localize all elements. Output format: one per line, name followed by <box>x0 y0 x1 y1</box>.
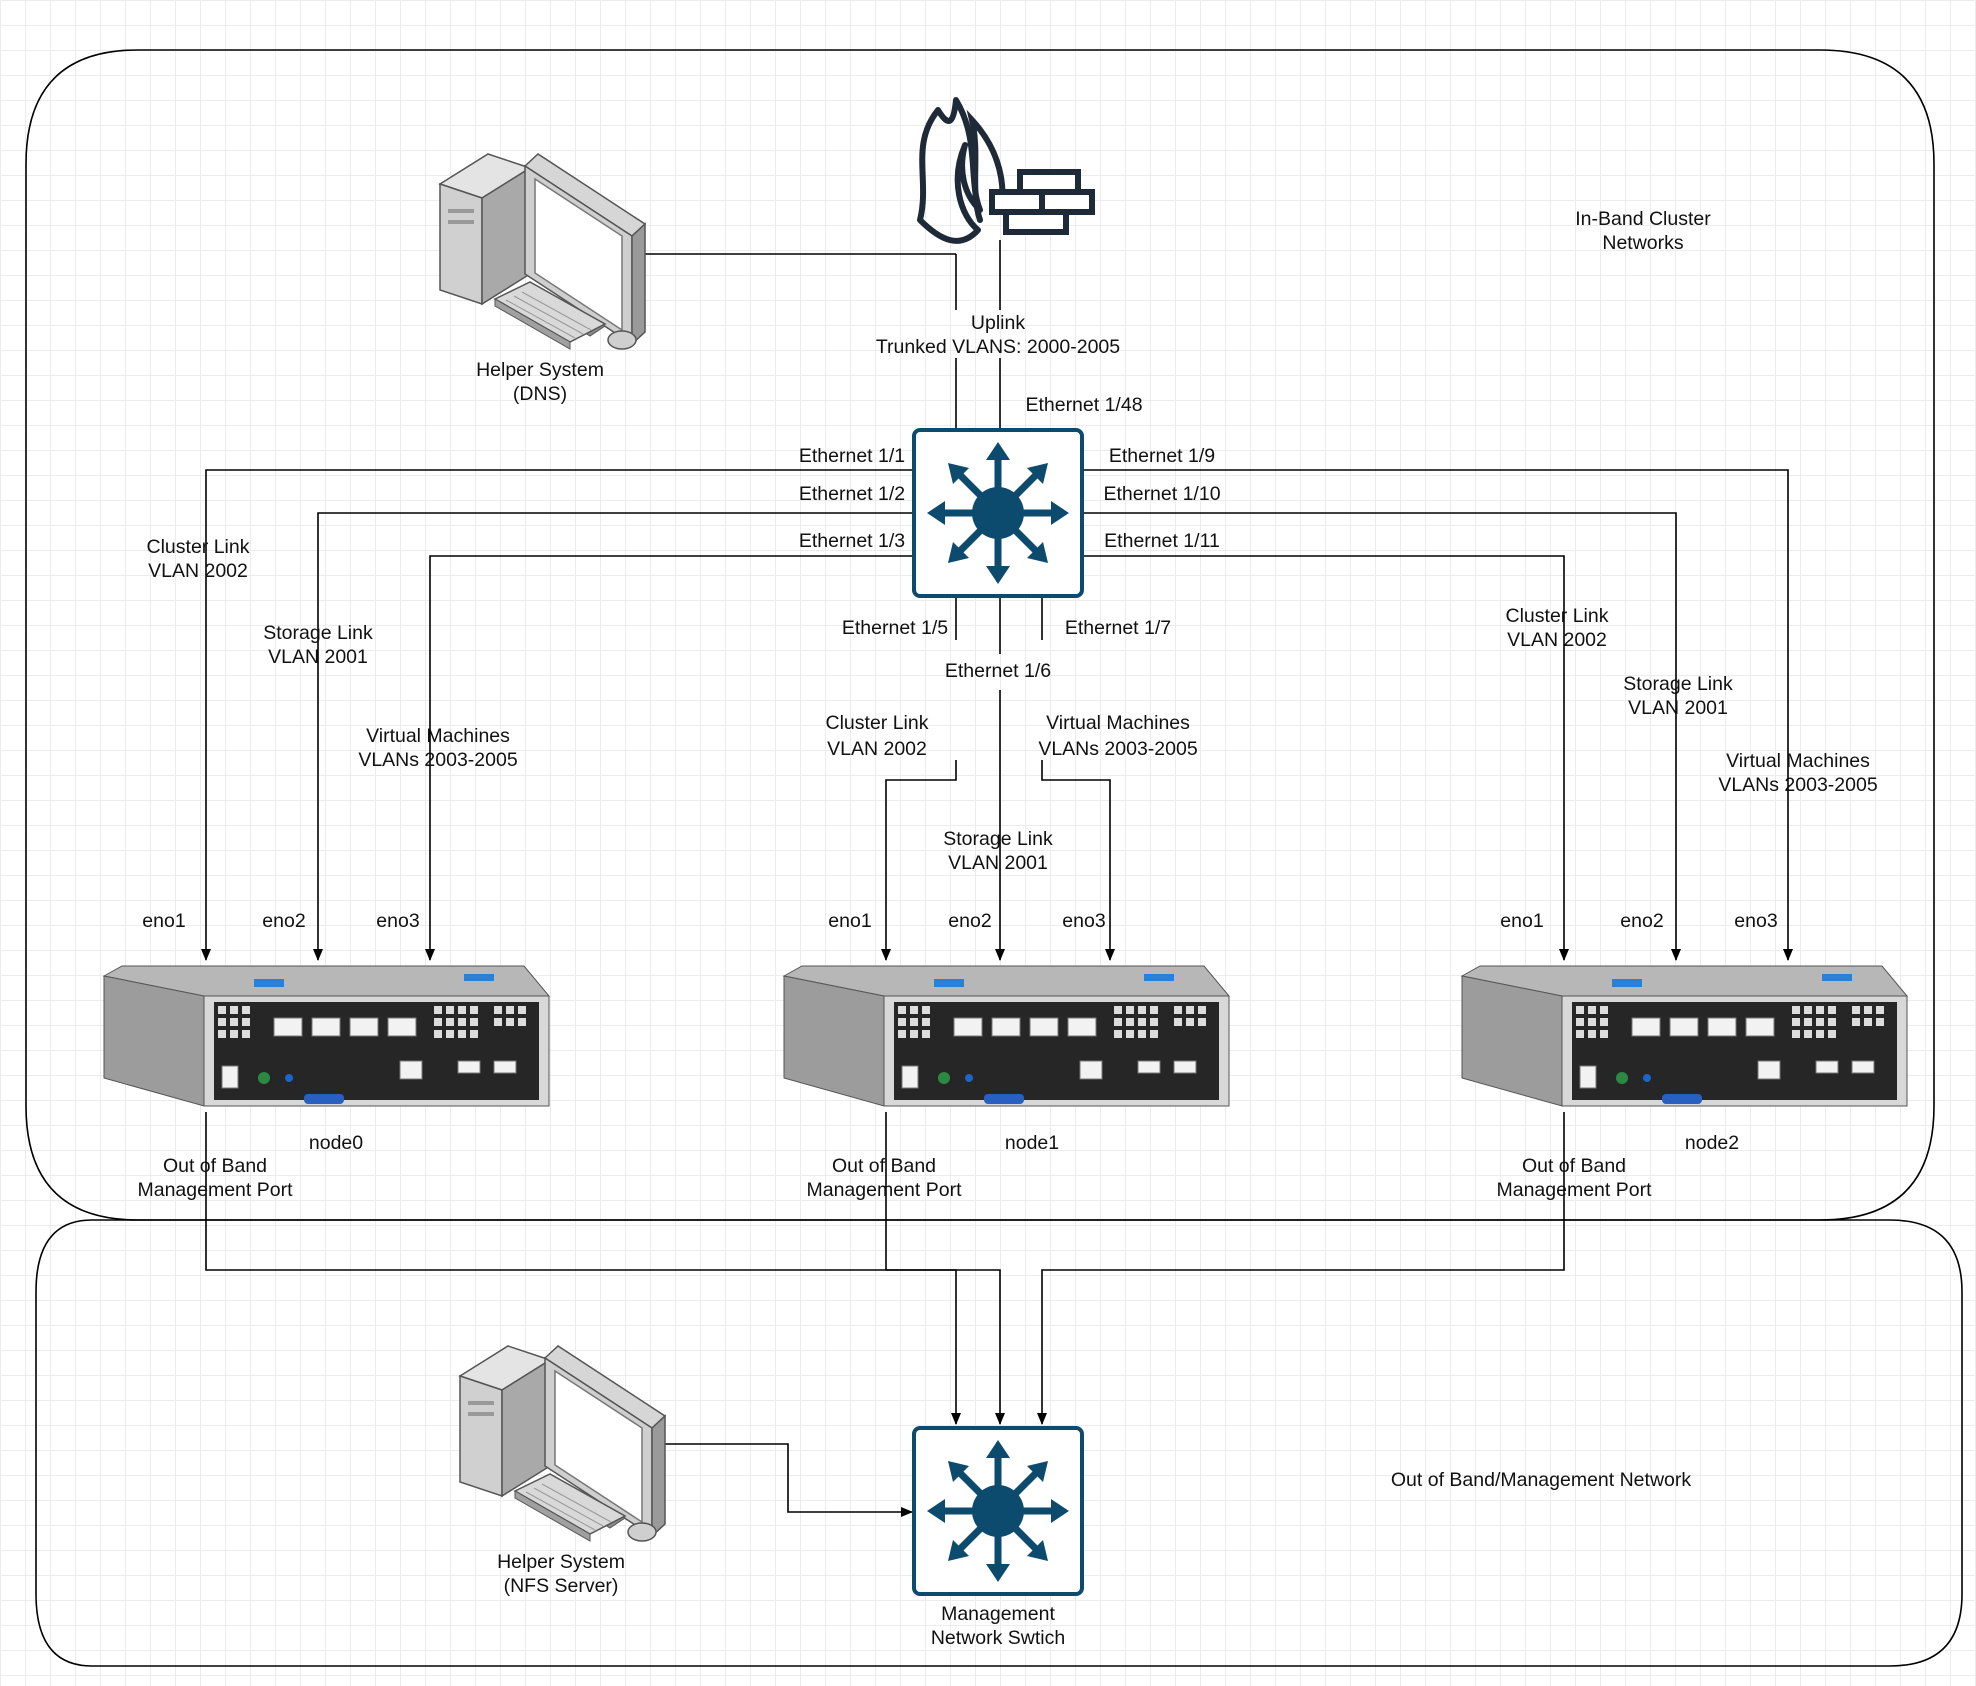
desktop-computer-icon <box>459 1345 666 1542</box>
storage-link-label: VLAN 2001 <box>1628 697 1728 719</box>
oob-port-label: Out of Band <box>832 1155 936 1177</box>
diagram-labels: In-Band Cluster Networks Out of Band/Man… <box>137 208 1877 1649</box>
vm-link-label: Virtual Machines <box>1046 712 1190 734</box>
oob-port-label: Out of Band <box>1522 1155 1626 1177</box>
oob-port-label: Management Port <box>1496 1179 1652 1201</box>
nic-label: eno3 <box>1062 910 1105 932</box>
server-node-icon[interactable] <box>783 965 1230 1107</box>
server-node-icon[interactable] <box>103 965 550 1107</box>
storage-link-label: Storage Link <box>1623 673 1733 695</box>
dns-helper-label: (DNS) <box>513 383 567 405</box>
nic-label: eno3 <box>376 910 419 932</box>
uplink-label: Trunked VLANS: 2000-2005 <box>876 336 1120 358</box>
connection-lines <box>201 240 1793 1517</box>
port-label: Ethernet 1/6 <box>945 660 1051 682</box>
cluster-link-label: Cluster Link <box>826 712 929 734</box>
nic-label: eno3 <box>1734 910 1777 932</box>
storage-link-label: VLAN 2001 <box>948 852 1048 874</box>
uplink-label: Uplink <box>971 312 1025 334</box>
port-label: Ethernet 1/3 <box>799 530 905 552</box>
firewall-icon <box>917 97 1095 244</box>
mgmt-switch-label: Management <box>941 1603 1055 1625</box>
vm-link-label: VLANs 2003-2005 <box>358 749 518 771</box>
network-switch-icon[interactable] <box>914 1428 1082 1594</box>
cluster-link-label: Cluster Link <box>1506 605 1609 627</box>
cluster-link-label: VLAN 2002 <box>827 738 927 760</box>
nic-label: eno2 <box>1620 910 1663 932</box>
network-switch-icon[interactable] <box>914 430 1082 596</box>
vm-link-label: Virtual Machines <box>366 725 510 747</box>
vm-link-label: VLANs 2003-2005 <box>1038 738 1198 760</box>
dns-helper-label: Helper System <box>476 359 604 381</box>
oob-zone-label: Out of Band/Management Network <box>1391 1469 1691 1491</box>
oob-port-label: Management Port <box>806 1179 962 1201</box>
nic-label: eno1 <box>1500 910 1543 932</box>
node-label: node0 <box>309 1132 363 1154</box>
cluster-link-label: VLAN 2002 <box>1507 629 1607 651</box>
port-label: Ethernet 1/7 <box>1065 617 1171 639</box>
cluster-link-label: VLAN 2002 <box>148 560 248 582</box>
port-label: Ethernet 1/9 <box>1109 445 1215 467</box>
vm-link-label: Virtual Machines <box>1726 750 1870 772</box>
node-label: node2 <box>1685 1132 1739 1154</box>
storage-link-label: Storage Link <box>943 828 1053 850</box>
port-label: Ethernet 1/1 <box>799 445 905 467</box>
port-label: Ethernet 1/48 <box>1025 394 1142 416</box>
port-label: Ethernet 1/5 <box>842 617 948 639</box>
storage-link-label: Storage Link <box>263 622 373 644</box>
nic-label: eno1 <box>142 910 185 932</box>
nfs-helper-label: Helper System <box>497 1551 625 1573</box>
nic-label: eno2 <box>948 910 991 932</box>
inband-zone-label: In-Band Cluster <box>1575 208 1711 230</box>
vm-link-label: VLANs 2003-2005 <box>1718 774 1878 796</box>
port-label: Ethernet 1/2 <box>799 483 905 505</box>
port-label: Ethernet 1/11 <box>1104 530 1220 552</box>
storage-link-label: VLAN 2001 <box>268 646 368 668</box>
nic-label: eno2 <box>262 910 305 932</box>
mgmt-switch-label: Network Swtich <box>931 1627 1065 1649</box>
nic-label: eno1 <box>828 910 871 932</box>
port-label: Ethernet 1/10 <box>1103 483 1220 505</box>
oob-port-label: Management Port <box>137 1179 293 1201</box>
nfs-helper-label: (NFS Server) <box>504 1575 619 1597</box>
node-label: node1 <box>1005 1132 1059 1154</box>
desktop-computer-icon <box>439 153 646 350</box>
oob-zone-border <box>35 1219 1963 1667</box>
oob-port-label: Out of Band <box>163 1155 267 1177</box>
cluster-link-label: Cluster Link <box>147 536 250 558</box>
inband-zone-label: Networks <box>1602 232 1684 254</box>
server-node-icon[interactable] <box>1461 965 1908 1107</box>
